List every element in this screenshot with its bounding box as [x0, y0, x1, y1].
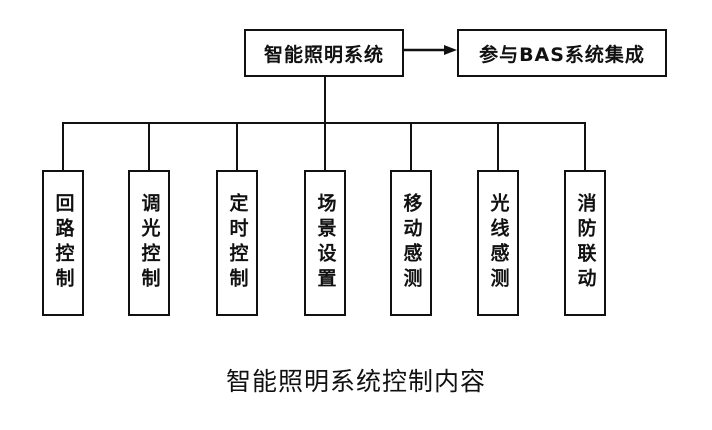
arrow-connector [404, 45, 457, 55]
integration-node-label: 参与BAS系统集成 [479, 43, 645, 66]
child-node-label: 回路控制 [52, 193, 75, 293]
arrow-head-icon [444, 45, 457, 55]
child-node-box: 调光控制 [128, 170, 170, 316]
drop-line [62, 122, 64, 170]
integration-node-box: 参与BAS系统集成 [457, 29, 667, 77]
bus-line [62, 122, 585, 124]
diagram-caption: 智能照明系统控制内容 [225, 367, 486, 396]
child-node-label: 光线感测 [487, 193, 510, 293]
root-node-box: 智能照明系统 [244, 29, 404, 77]
child-node-box: 定时控制 [216, 170, 258, 316]
drop-line [324, 122, 326, 170]
drop-line [148, 122, 150, 170]
trunk-line [324, 77, 326, 124]
drop-line [236, 122, 238, 170]
root-node-label: 智能照明系统 [263, 43, 384, 66]
child-node-box: 光线感测 [477, 170, 519, 316]
child-node-label: 场景设置 [314, 193, 337, 293]
child-node-label: 消防联动 [574, 193, 597, 293]
drop-line [497, 122, 499, 170]
drop-line [584, 122, 586, 170]
child-node-box: 回路控制 [42, 170, 84, 316]
child-node-box: 移动感测 [390, 170, 432, 316]
drop-line [410, 122, 412, 170]
child-node-label: 调光控制 [138, 193, 161, 293]
child-node-box: 消防联动 [564, 170, 606, 316]
child-node-label: 定时控制 [226, 193, 249, 293]
child-node-label: 移动感测 [400, 193, 423, 293]
child-node-box: 场景设置 [304, 170, 346, 316]
